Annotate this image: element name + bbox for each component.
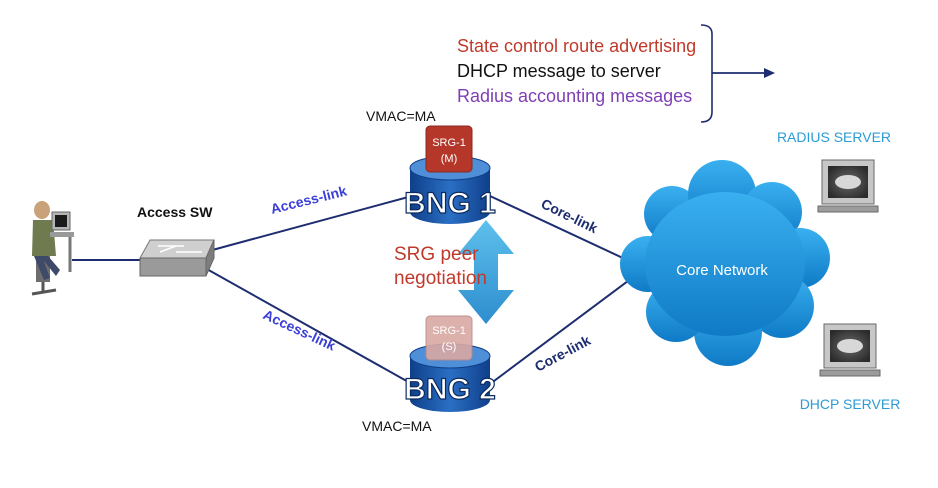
bng2-srg-line2: (S)	[442, 341, 457, 353]
access-switch-label: Access SW	[137, 204, 213, 220]
access-link-bottom-label: Access-link	[261, 306, 338, 353]
core-link-top-line	[489, 195, 641, 267]
message-bracket	[700, 24, 713, 123]
bng1-srg-line1: SRG-1	[432, 137, 466, 149]
srg-negotiation-arrow	[458, 220, 514, 324]
bng2-router-icon	[409, 315, 491, 412]
user-workstation-icon	[31, 201, 74, 296]
dhcp-server-label: DHCP SERVER	[800, 396, 901, 412]
srg-negotiation-line1: SRG peer	[394, 244, 479, 265]
core-link-bottom-label: Core-link	[532, 332, 593, 375]
access-link-bottom-line	[204, 267, 413, 385]
radius-server-icon	[817, 159, 879, 213]
message-arrow-head	[764, 68, 775, 78]
vmac-top-label: VMAC=MA	[366, 108, 436, 124]
core-network-cloud-icon	[620, 160, 830, 366]
access-link-top-label: Access-link	[269, 183, 349, 217]
bng2-name: BNG 2	[404, 373, 496, 406]
access-link-top-line	[204, 195, 413, 253]
access-switch-icon	[139, 239, 215, 277]
core-network-label: Core Network	[676, 262, 768, 279]
vmac-bottom-label: VMAC=MA	[362, 418, 432, 434]
message-block: State control route advertising DHCP mes…	[457, 24, 775, 123]
bng1-name: BNG 1	[404, 187, 496, 220]
bng1-srg-line2: (M)	[441, 153, 458, 165]
bng1-router-icon	[409, 125, 491, 224]
message-dhcp: DHCP message to server	[457, 61, 661, 81]
message-state-control: State control route advertising	[457, 36, 696, 56]
dhcp-server-icon	[819, 323, 881, 377]
core-link-bottom-line	[489, 271, 641, 385]
bng2-srg-line1: SRG-1	[432, 325, 466, 337]
radius-server-label: RADIUS SERVER	[777, 129, 891, 145]
message-radius: Radius accounting messages	[457, 86, 692, 106]
srg-negotiation-line2: negotiation	[394, 268, 487, 289]
connection-lines	[72, 195, 641, 385]
core-link-top-label: Core-link	[539, 195, 601, 236]
